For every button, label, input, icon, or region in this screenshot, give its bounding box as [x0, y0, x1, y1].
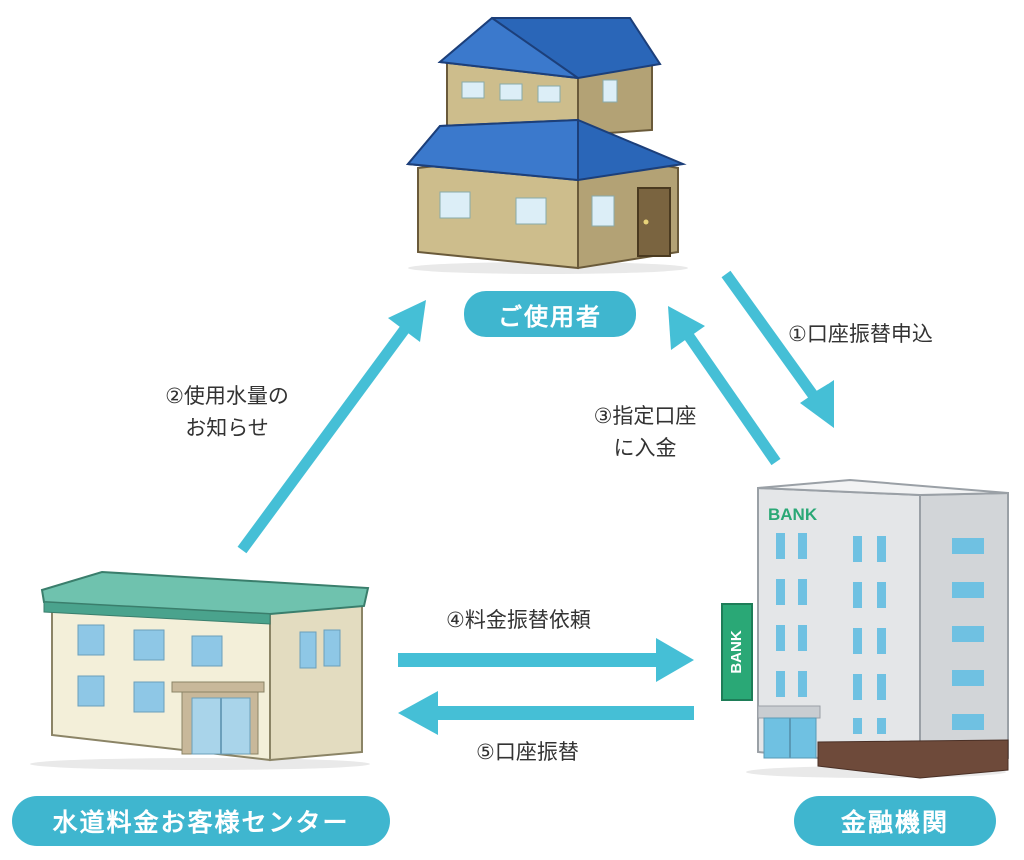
node-label-user: ご使用者 [464, 291, 636, 337]
arrow-step3 [668, 306, 781, 466]
step1-label: ①口座振替申込 [788, 322, 933, 346]
step5-label: ⑤口座振替 [476, 740, 579, 764]
step2-label: ②使用水量の お知らせ [138, 380, 316, 444]
arrow-step4 [398, 638, 694, 682]
bank-side-sign: BANK [728, 630, 745, 673]
arrow-step1 [721, 270, 834, 428]
step3-line2: に入金 [613, 436, 677, 460]
step2-line1: ②使用水量の [165, 384, 289, 408]
arrow-step2 [237, 300, 426, 554]
house-illustration [406, 16, 688, 274]
bank-building-illustration: BANK BANK [721, 478, 1009, 779]
step4-label: ④料金振替依頼 [446, 608, 591, 632]
step3-line1: ③指定口座 [593, 404, 697, 428]
bank-top-sign: BANK [768, 505, 818, 524]
arrow-step5 [398, 691, 694, 735]
water-center-building-illustration [30, 570, 370, 770]
node-label-water-center: 水道料金お客様センター [12, 796, 390, 846]
step2-line2: お知らせ [185, 416, 269, 440]
step3-label: ③指定口座 に入金 [570, 400, 720, 464]
node-label-bank: 金融機関 [794, 796, 996, 846]
